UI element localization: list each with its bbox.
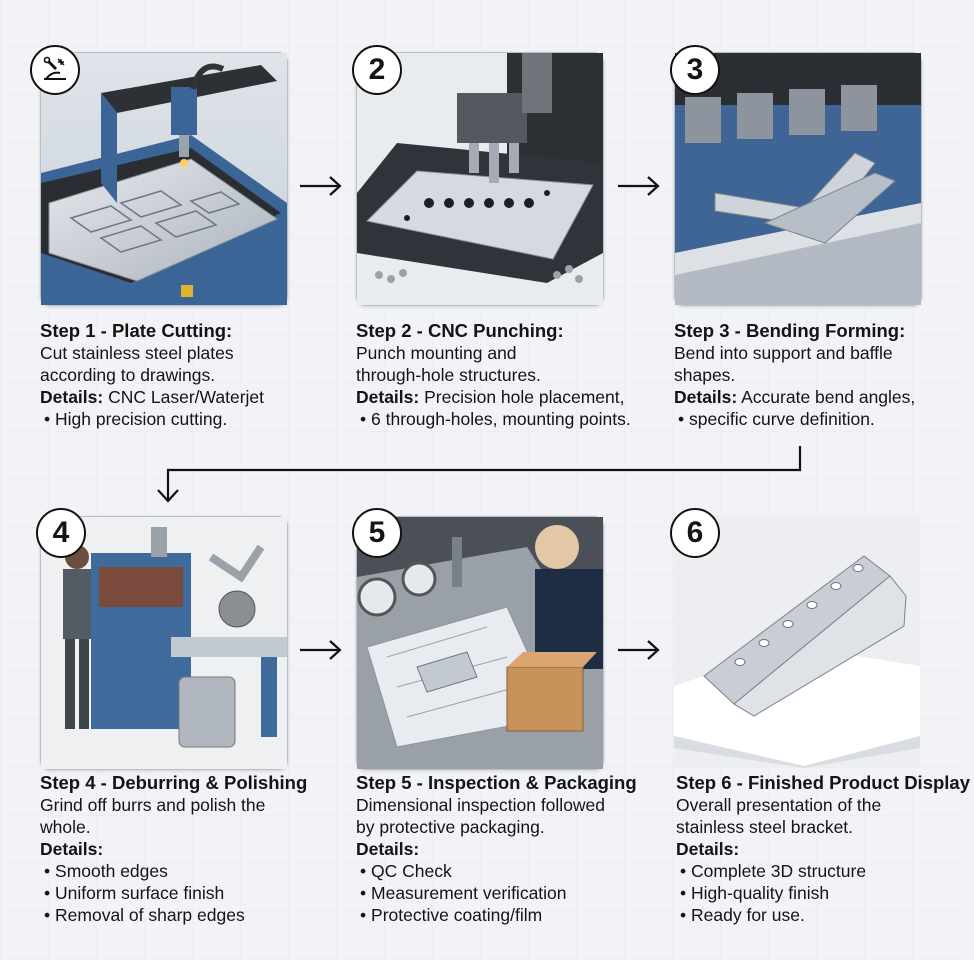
step-6-title: Step 6 - Finished Product Display bbox=[676, 772, 970, 793]
step-3-desc-line-2: shapes. bbox=[674, 365, 736, 385]
step-4-bullet-1: • Smooth edges bbox=[44, 861, 168, 881]
step-3-details-inline: Accurate bend angles, bbox=[741, 387, 916, 407]
step-6-image-finished-bracket bbox=[674, 516, 920, 768]
step-3-text: Step 3 - Bending Forming: Bend into supp… bbox=[674, 320, 974, 430]
arrow-right-4-to-5-icon bbox=[300, 640, 342, 660]
step-2-details: Details: Precision hole placement, bbox=[356, 386, 656, 408]
step-3-bullet-1: • specific curve definition. bbox=[678, 409, 875, 429]
step-5-bullet-3: • Protective coating/film bbox=[360, 905, 543, 925]
arrow-right-5-to-6-icon bbox=[618, 640, 660, 660]
step-4-bullet-2: • Uniform surface finish bbox=[44, 883, 225, 903]
step-2-details-label: Details: bbox=[356, 387, 420, 407]
step-1-text: Step 1 - Plate Cutting: Cut stainless st… bbox=[40, 320, 340, 430]
step-5-text: Step 5 - Inspection & Packaging Dimensio… bbox=[356, 772, 656, 926]
step-3-image-press-brake bbox=[674, 52, 922, 306]
laser-cutting-icon bbox=[43, 56, 66, 80]
step-2-desc-line-2: through-hole structures. bbox=[356, 365, 541, 385]
step-5-details: Details: bbox=[356, 838, 656, 860]
step-6-desc-line-1: Overall presentation of the bbox=[676, 795, 882, 815]
step-6-details-label: Details: bbox=[676, 839, 740, 859]
step-4-bullet-3: • Removal of sharp edges bbox=[44, 905, 245, 925]
step-5-badge: 5 bbox=[352, 508, 402, 558]
step-1-details-inline: CNC Laser/Waterjet bbox=[108, 387, 265, 407]
step-6-desc-line-2: stainless steel bracket. bbox=[676, 817, 854, 837]
arrow-right-2-to-3-icon bbox=[618, 176, 660, 196]
step-1-bullet-1: • High precision cutting. bbox=[44, 409, 228, 429]
step-2-badge: 2 bbox=[352, 45, 402, 95]
step-3-details-label: Details: bbox=[674, 387, 738, 407]
step-4-details-label: Details: bbox=[40, 839, 104, 859]
step-4-desc-line-1: Grind off burrs and polish the bbox=[40, 795, 266, 815]
step-5-details-label: Details: bbox=[356, 839, 420, 859]
step-5-bullet-2: • Measurement verification bbox=[360, 883, 567, 903]
step-3-desc-line-1: Bend into support and baffle bbox=[674, 343, 893, 363]
step-5-image-inspection bbox=[356, 516, 604, 770]
step-6-bullet-1: • Complete 3D structure bbox=[680, 861, 867, 881]
step-1-details-label: Details: bbox=[40, 387, 104, 407]
step-2-image-cnc-punch bbox=[356, 52, 604, 306]
step-2-details-inline: Precision hole placement, bbox=[424, 387, 625, 407]
step-5-desc-line-2: by protective packaging. bbox=[356, 817, 545, 837]
step-4-text: Step 4 - Deburring & Polishing Grind off… bbox=[40, 772, 340, 926]
step-3-badge: 3 bbox=[670, 45, 720, 95]
step-3-title: Step 3 - Bending Forming: bbox=[674, 320, 906, 341]
step-2-bullet-1: • 6 through-holes, mounting points. bbox=[360, 409, 631, 429]
step-4-image-deburring bbox=[40, 516, 288, 770]
step-6-details: Details: bbox=[676, 838, 960, 860]
step-6-bullet-2: • High-quality finish bbox=[680, 883, 830, 903]
step-6-badge: 6 bbox=[670, 508, 720, 558]
step-2-text: Step 2 - CNC Punching: Punch mounting an… bbox=[356, 320, 656, 430]
step-2-title: Step 2 - CNC Punching: bbox=[356, 320, 564, 341]
step-5-bullet-1: • QC Check bbox=[360, 861, 452, 881]
step-1-desc-line-1: Cut stainless steel plates bbox=[40, 343, 234, 363]
step-1-badge bbox=[30, 45, 80, 95]
step-2-desc-line-1: Punch mounting and bbox=[356, 343, 517, 363]
step-5-title: Step 5 - Inspection & Packaging bbox=[356, 772, 637, 793]
step-6-bullet-3: • Ready for use. bbox=[680, 905, 805, 925]
step-6-text: Step 6 - Finished Product Display Overal… bbox=[676, 772, 970, 926]
step-4-details: Details: bbox=[40, 838, 340, 860]
step-3-details: Details: Accurate bend angles, bbox=[674, 386, 974, 408]
arrow-return-3-to-4-icon bbox=[157, 446, 802, 503]
arrow-right-1-to-2-icon bbox=[300, 176, 342, 196]
step-4-badge: 4 bbox=[36, 508, 86, 558]
step-1-image-laser-cutter bbox=[40, 52, 288, 306]
step-1-title: Step 1 - Plate Cutting: bbox=[40, 320, 233, 341]
step-1-details: Details: CNC Laser/Waterjet bbox=[40, 386, 340, 408]
step-5-desc-line-1: Dimensional inspection followed bbox=[356, 795, 606, 815]
step-4-title: Step 4 - Deburring & Polishing bbox=[40, 772, 308, 793]
step-4-desc-line-2: whole. bbox=[40, 817, 91, 837]
step-1-desc-line-2: according to drawings. bbox=[40, 365, 216, 385]
